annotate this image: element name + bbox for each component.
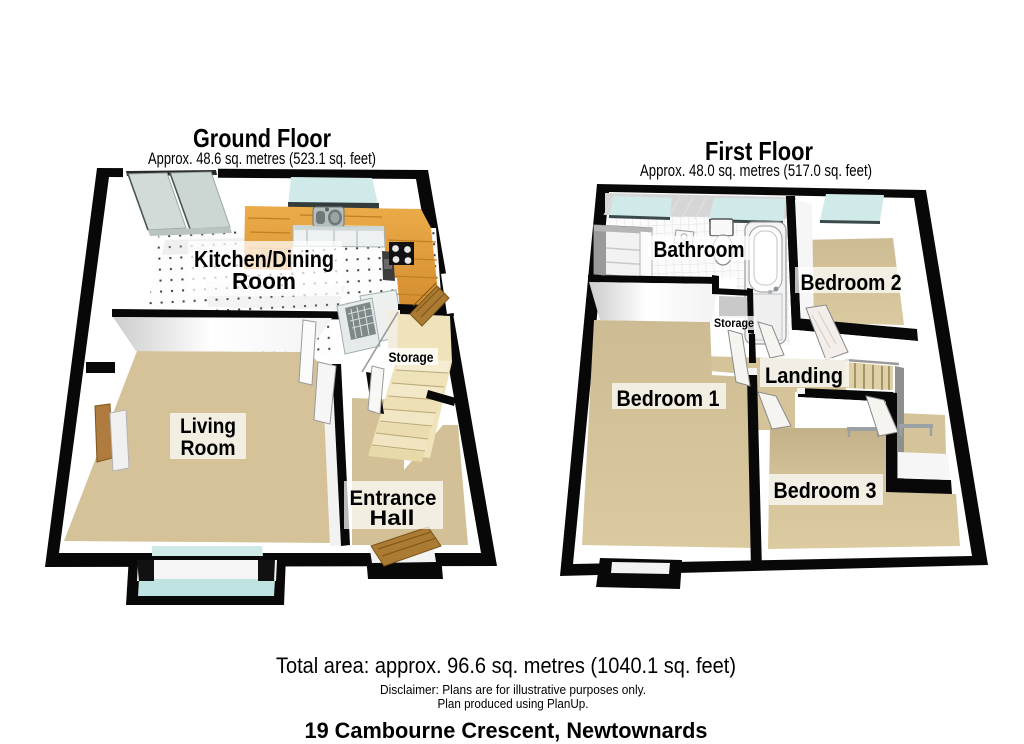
svg-text:Entrance: Entrance [350, 487, 437, 510]
svg-text:Room: Room [232, 268, 296, 294]
svg-text:Landing: Landing [765, 363, 843, 388]
svg-text:Room: Room [181, 437, 236, 460]
svg-text:Bedroom 2: Bedroom 2 [801, 270, 902, 295]
svg-text:Living: Living [180, 415, 236, 438]
svg-text:Disclaimer: Plans are for illu: Disclaimer: Plans are for illustrative p… [380, 682, 646, 697]
svg-text:Total area: approx. 96.6 sq. m: Total area: approx. 96.6 sq. metres (104… [276, 653, 736, 678]
svg-text:Storage: Storage [714, 316, 754, 330]
svg-text:Storage: Storage [389, 349, 434, 365]
svg-text:19 Cambourne Crescent, Newtown: 19 Cambourne Crescent, Newtownards [305, 718, 708, 743]
svg-text:Plan produced using PlanUp.: Plan produced using PlanUp. [438, 696, 589, 711]
svg-text:Bedroom 3: Bedroom 3 [774, 478, 877, 503]
svg-text:First Floor: First Floor [705, 136, 813, 166]
svg-text:Bathroom: Bathroom [654, 237, 745, 262]
svg-text:Kitchen/Dining: Kitchen/Dining [194, 246, 334, 272]
svg-text:Hall: Hall [370, 507, 415, 530]
svg-text:Ground Floor: Ground Floor [193, 123, 331, 153]
svg-text:Bedroom 1: Bedroom 1 [617, 386, 720, 411]
svg-text:Approx. 48.6 sq. metres (523.1: Approx. 48.6 sq. metres (523.1 sq. feet) [148, 149, 376, 168]
svg-text:Approx. 48.0 sq. metres (517.0: Approx. 48.0 sq. metres (517.0 sq. feet) [640, 161, 872, 180]
